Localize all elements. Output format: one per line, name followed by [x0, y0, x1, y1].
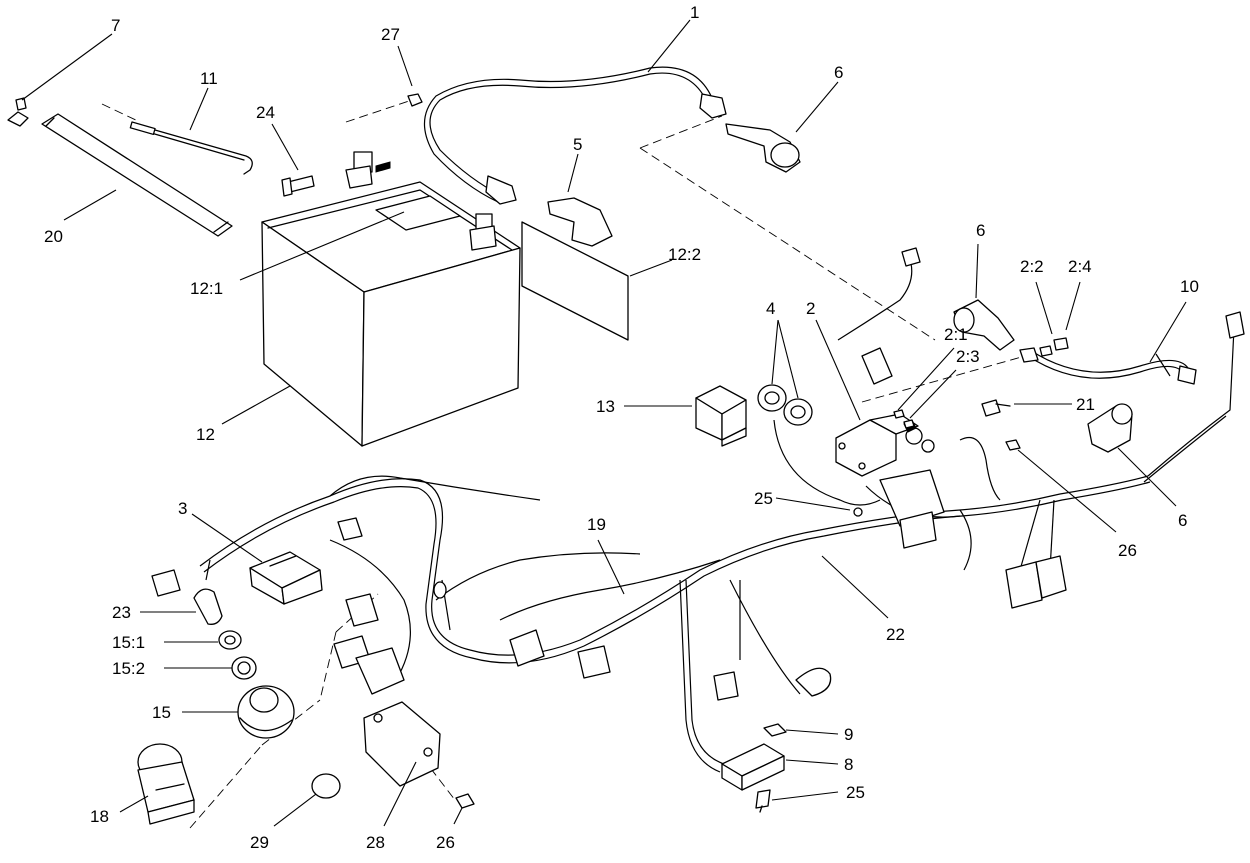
- battery: [261, 151, 521, 447]
- j-bolt: [129, 121, 253, 175]
- callout-12-1: 12:1: [190, 279, 223, 298]
- callout-12-2: 12:2: [668, 245, 701, 264]
- callout-18: 18: [90, 807, 109, 826]
- callout-23: 23: [112, 603, 131, 622]
- solenoid-nuts: [893, 337, 1069, 429]
- callout-21: 21: [1076, 395, 1095, 414]
- callout-19: 19: [587, 515, 606, 534]
- screw-21: [981, 399, 1011, 417]
- terminal-boot-6-right: [1087, 403, 1133, 453]
- callout-26-lower: 26: [436, 833, 455, 852]
- terminal-boot-5: [547, 197, 613, 247]
- callout-7: 7: [111, 16, 120, 35]
- callout-2-1: 2:1: [944, 325, 968, 344]
- callout-22: 22: [886, 625, 905, 644]
- harness-connectors: [151, 247, 1245, 701]
- callout-25-upper: 25: [754, 489, 773, 508]
- nut: [407, 93, 423, 107]
- leader-lines: [21, 19, 1187, 827]
- callout-25-lower: 25: [846, 783, 865, 802]
- relay: [695, 385, 747, 447]
- callout-2-3: 2:3: [956, 347, 980, 366]
- main-wire-harness: [199, 249, 1235, 773]
- battery-hold-down-bar: [41, 113, 233, 237]
- callout-8: 8: [844, 755, 853, 774]
- callout-27: 27: [381, 25, 400, 44]
- callout-15-2: 15:2: [112, 659, 145, 678]
- callout-24: 24: [256, 103, 275, 122]
- callout-28: 28: [366, 833, 385, 852]
- callout-6-top: 6: [834, 63, 843, 82]
- terminal-boot-6-top: [725, 123, 801, 173]
- plug-29: [311, 773, 341, 799]
- callout-5: 5: [573, 135, 582, 154]
- callout-3: 3: [178, 499, 187, 518]
- terminal-boot-6-mid: [953, 299, 1015, 351]
- switch-parts: [193, 588, 295, 739]
- callout-10: 10: [1180, 277, 1199, 296]
- interlock-switch: [721, 723, 787, 813]
- callout-2-2: 2:2: [1020, 257, 1044, 276]
- callout-15: 15: [152, 703, 171, 722]
- module: [249, 551, 323, 605]
- callout-15-1: 15:1: [112, 633, 145, 652]
- callout-4: 4: [766, 299, 775, 318]
- callout-13: 13: [596, 397, 615, 416]
- nut-26-upper: [1005, 439, 1021, 451]
- bolt: [281, 175, 315, 197]
- screw-25-upper: [853, 507, 863, 517]
- callout-12: 12: [196, 425, 215, 444]
- callout-6-mid: 6: [976, 221, 985, 240]
- callout-6-right: 6: [1178, 511, 1187, 530]
- battery-decal: [521, 221, 629, 341]
- callout-labels: 1 6 5 7 11 27 24 20 12:1 12:2 12 6 2:2 2…: [44, 3, 1199, 852]
- callout-1: 1: [690, 3, 699, 22]
- callout-2-4: 2:4: [1068, 257, 1092, 276]
- callout-29: 29: [250, 833, 269, 852]
- callout-11: 11: [200, 69, 218, 88]
- bracket-28: [363, 701, 441, 787]
- callout-9: 9: [844, 725, 853, 744]
- starter-solenoid: [835, 413, 935, 477]
- key-switch: [137, 743, 195, 825]
- grommets: [757, 384, 813, 426]
- positive-cable: [1019, 347, 1197, 385]
- callout-20: 20: [44, 227, 63, 246]
- callout-2: 2: [806, 299, 815, 318]
- nut-26-lower: [455, 793, 475, 809]
- wing-nut: [7, 97, 29, 127]
- callout-26-upper: 26: [1118, 541, 1137, 560]
